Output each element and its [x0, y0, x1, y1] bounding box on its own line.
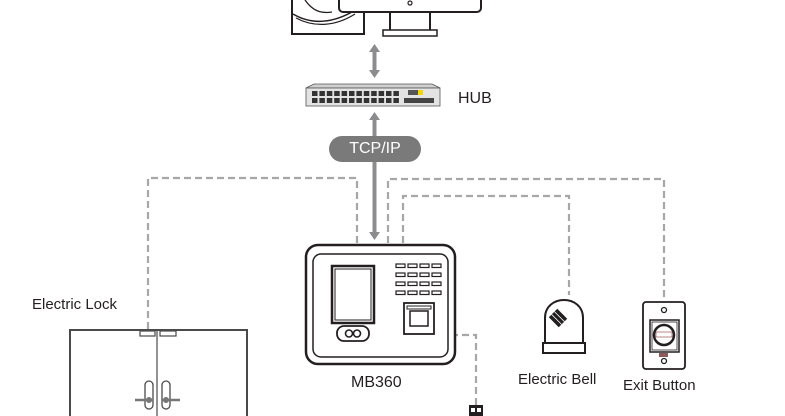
- electric-bell-label: Electric Bell: [518, 371, 597, 388]
- hub-port: [349, 91, 355, 96]
- hub-port: [312, 98, 318, 103]
- hub-port: [378, 91, 385, 96]
- hub-port: [319, 98, 325, 103]
- dashed-wiring: [146, 176, 666, 405]
- hub-label: HUB: [458, 90, 492, 107]
- hub-port: [371, 98, 377, 103]
- keypad-key: [407, 281, 418, 287]
- keypad-key: [395, 263, 406, 269]
- keypad-key: [431, 263, 442, 269]
- hub-port: [386, 98, 392, 103]
- keypad-key: [395, 272, 406, 278]
- hub-port: [312, 91, 318, 96]
- keypad-key: [431, 290, 442, 296]
- wire-exit-button: [386, 177, 666, 298]
- door-lock-icon: [69, 329, 248, 416]
- network-switch-icon: [305, 83, 441, 107]
- electric-lock-label: Electric Lock: [32, 296, 118, 313]
- keypad-key: [419, 263, 430, 269]
- wire-power: [451, 333, 478, 405]
- power-connector-icon: [469, 405, 483, 416]
- hub-port: [393, 98, 399, 103]
- hub-port: [334, 91, 340, 96]
- exit-button-label: Exit Button: [623, 377, 696, 394]
- hub-port: [371, 91, 377, 96]
- keypad-key: [407, 263, 418, 269]
- hub-port: [356, 91, 362, 96]
- hub-port: [341, 98, 348, 103]
- wire-electric-bell: [401, 194, 571, 295]
- keypad-key: [419, 281, 430, 287]
- computer-icon: [291, 0, 482, 37]
- hub-port: [349, 98, 355, 103]
- hub-device-link: [369, 112, 380, 240]
- keypad-key: [431, 281, 442, 287]
- keypad-key: [407, 290, 418, 296]
- keypad-key: [419, 290, 430, 296]
- keypad-key: [407, 272, 418, 278]
- hub-port: [326, 98, 333, 103]
- hub-port: [341, 91, 348, 96]
- keypad-key: [431, 272, 442, 278]
- hub-port: [326, 91, 333, 96]
- wire-electric-lock: [146, 176, 359, 334]
- hub-port: [319, 91, 325, 96]
- hub-port: [363, 91, 370, 96]
- hub-port: [334, 98, 340, 103]
- device-label: MB360: [351, 374, 402, 391]
- exit-button-icon: [642, 301, 686, 370]
- pc-hub-link: [369, 44, 380, 78]
- terminal-device-icon: [304, 243, 457, 366]
- hub-port: [356, 98, 362, 103]
- hub-port: [363, 98, 370, 103]
- hub-port: [378, 98, 385, 103]
- hub-port: [386, 91, 392, 96]
- protocol-badge: TCP/IP: [329, 136, 421, 162]
- keypad-key: [395, 290, 406, 296]
- hub-port: [393, 91, 399, 96]
- keypad-key: [395, 281, 406, 287]
- keypad-key: [419, 272, 430, 278]
- bell-icon: [542, 299, 586, 354]
